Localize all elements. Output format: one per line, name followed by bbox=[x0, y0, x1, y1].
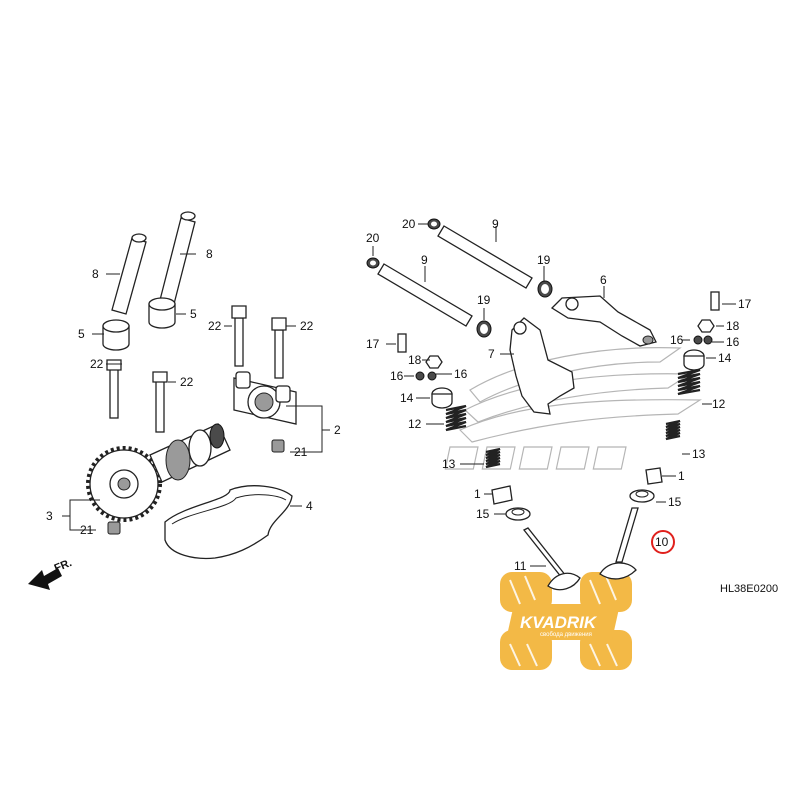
callout-rocker-arm-exhaust: 6 bbox=[600, 273, 607, 287]
inner-valve-spring-right bbox=[665, 419, 681, 441]
diagram-reference-code: HL38E0200 bbox=[720, 583, 778, 595]
callout-bolt-holder-right: 22 bbox=[300, 319, 314, 333]
adjusting-screw-right bbox=[710, 291, 720, 311]
pushrod-tube-left bbox=[111, 233, 147, 315]
callout-pushrod-tube-left: 8 bbox=[92, 267, 99, 281]
exhaust-valve bbox=[522, 527, 581, 591]
o-ring-19-upper bbox=[537, 280, 553, 298]
callout-washer-left-b: 16 bbox=[454, 367, 468, 381]
callout-rocker-shaft-upper: 9 bbox=[492, 217, 499, 231]
callout-bolt-cam-left: 22 bbox=[90, 357, 104, 371]
callout-washer-right-a: 16 bbox=[670, 333, 684, 347]
callout-inner-spring-left: 13 bbox=[442, 457, 456, 471]
callout-o-ring-20-upper: 20 bbox=[402, 217, 416, 231]
pushrod-tube-right bbox=[159, 211, 196, 305]
callout-intake-valve: 10 bbox=[655, 535, 669, 549]
bolt-holder-left bbox=[231, 305, 247, 367]
o-ring-19-lower bbox=[476, 320, 492, 338]
callout-rocker-arm-intake: 7 bbox=[488, 347, 495, 361]
callout-collar-lower: 5 bbox=[78, 327, 85, 341]
callout-outer-spring-right: 12 bbox=[712, 397, 726, 411]
front-label: FR. bbox=[53, 557, 74, 575]
honda-wing-outline bbox=[458, 347, 703, 443]
watermark-banner bbox=[506, 604, 620, 640]
callout-o-ring-20-lower: 20 bbox=[366, 231, 380, 245]
callout-adjusting-screw-right: 17 bbox=[738, 297, 752, 311]
camshaft-assembly bbox=[86, 423, 231, 522]
callout-rocker-shaft-lower: 9 bbox=[421, 253, 428, 267]
cotter-washers-right bbox=[693, 335, 713, 345]
o-ring-20-lower bbox=[366, 257, 380, 269]
callout-washer-left-a: 16 bbox=[390, 369, 404, 383]
leader-lines bbox=[62, 223, 736, 567]
callout-spring-seat-left: 15 bbox=[476, 507, 490, 521]
callout-camshaft-assembly: 3 bbox=[46, 509, 53, 523]
watermark-tire-tr bbox=[580, 572, 632, 612]
head-cover-seal bbox=[164, 485, 293, 560]
lock-nut-left bbox=[425, 355, 443, 369]
callout-dowel-pin-upper: 21 bbox=[294, 445, 308, 459]
callout-adjusting-screw-left: 17 bbox=[366, 337, 380, 351]
o-ring-20-upper bbox=[427, 218, 441, 230]
rocker-arm-intake bbox=[509, 317, 575, 415]
front-direction-arrow: FR. bbox=[28, 557, 74, 590]
inner-valve-spring-left bbox=[485, 447, 501, 469]
spring-retainer-right bbox=[683, 349, 705, 371]
callout-lock-nut-left: 18 bbox=[408, 353, 422, 367]
dowel-pin-upper bbox=[271, 439, 285, 453]
collar-upper bbox=[148, 297, 176, 329]
callout-dowel-pin-lower: 21 bbox=[80, 523, 94, 537]
camshaft-holder bbox=[233, 371, 297, 425]
collar-lower bbox=[102, 319, 130, 351]
intake-valve bbox=[599, 507, 639, 580]
callout-spring-seat-right: 15 bbox=[668, 495, 682, 509]
callout-o-ring-19-lower: 19 bbox=[477, 293, 491, 307]
callout-washer-right-b: 16 bbox=[726, 335, 740, 349]
watermark-brand: KVADRIK bbox=[520, 613, 598, 632]
bolt-cam-center bbox=[152, 371, 168, 433]
callout-bolt-cam-center: 22 bbox=[180, 375, 194, 389]
lock-nut-right bbox=[697, 319, 715, 333]
callout-outer-spring-left: 12 bbox=[408, 417, 422, 431]
callout-o-ring-19-upper: 19 bbox=[537, 253, 551, 267]
callout-bolt-holder-left: 22 bbox=[208, 319, 222, 333]
dowel-pin-lower bbox=[107, 521, 121, 535]
callout-labels: 8 8 5 5 22 22 22 22 2 21 3 21 4 20 20 9 … bbox=[46, 217, 752, 573]
honda-wordmark-outline bbox=[444, 446, 627, 470]
callout-spring-retainer-left: 14 bbox=[400, 391, 414, 405]
callout-stem-seal-left: 1 bbox=[474, 487, 481, 501]
callout-camshaft-holder: 2 bbox=[334, 423, 341, 437]
bolt-holder-right bbox=[271, 317, 287, 379]
rocker-arm-exhaust bbox=[550, 295, 657, 347]
rocker-shaft-lower bbox=[377, 263, 473, 327]
spring-seat-left bbox=[505, 507, 531, 521]
callout-lock-nut-right: 18 bbox=[726, 319, 740, 333]
valve-stem-seal-left bbox=[491, 485, 513, 505]
outer-valve-spring-left bbox=[445, 404, 467, 432]
watermark-tire-tl bbox=[500, 572, 552, 612]
callout-stem-seal-right: 1 bbox=[678, 469, 685, 483]
watermark-tagline: свобода движения bbox=[540, 632, 592, 638]
callout-spring-retainer-right: 14 bbox=[718, 351, 732, 365]
bolt-cam-left bbox=[106, 359, 122, 419]
callout-collar-upper: 5 bbox=[190, 307, 197, 321]
spring-retainer-left bbox=[431, 387, 453, 409]
adjusting-screw-left bbox=[397, 333, 407, 353]
callout-highlight-ring bbox=[651, 530, 675, 554]
cotter-washers-left bbox=[415, 371, 437, 381]
spring-seat-right bbox=[629, 489, 655, 503]
rocker-shaft-upper bbox=[437, 225, 533, 289]
kvadrik-watermark-logo: KVADRIK свобода движения bbox=[500, 572, 632, 670]
valve-stem-seal-right bbox=[645, 467, 663, 485]
callout-exhaust-valve: 11 bbox=[514, 559, 527, 573]
callout-pushrod-tube-right: 8 bbox=[206, 247, 213, 261]
callout-head-cover-seal: 4 bbox=[306, 499, 313, 513]
outer-valve-spring-right bbox=[677, 368, 701, 396]
callout-inner-spring-right: 13 bbox=[692, 447, 706, 461]
